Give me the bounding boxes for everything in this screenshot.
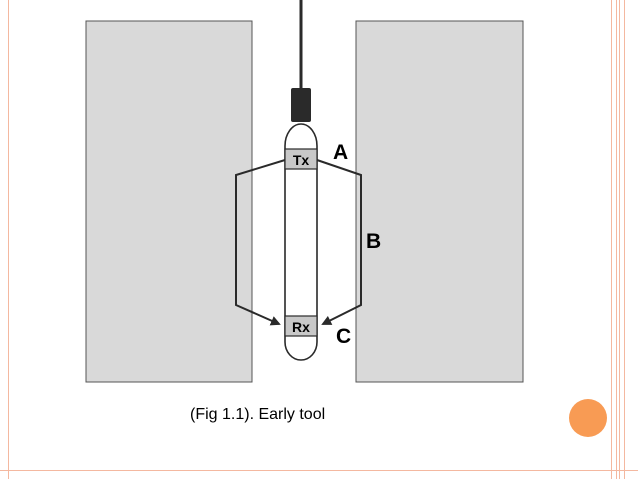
- formation-left: [85, 20, 253, 383]
- slide-border-right: [610, 0, 638, 479]
- receiver-label: Rx: [292, 319, 310, 335]
- path-label-b: B: [366, 230, 381, 253]
- cable-head: [291, 88, 311, 122]
- slide-border-bottom: [0, 470, 638, 471]
- tool-body: [284, 123, 318, 361]
- receiver-box: [284, 315, 318, 337]
- right-wave-path: [316, 159, 362, 325]
- transmitter-label: Tx: [293, 152, 310, 168]
- formation-right: [355, 20, 524, 383]
- left-wave-path: [235, 159, 286, 326]
- path-label-c: C: [336, 325, 351, 348]
- figure-caption: (Fig 1.1). Early tool: [190, 406, 326, 423]
- slide-accent-dot: [569, 399, 607, 437]
- transmitter-box: [284, 148, 318, 170]
- slide-border-left: [0, 0, 9, 479]
- path-label-a: A: [333, 141, 348, 164]
